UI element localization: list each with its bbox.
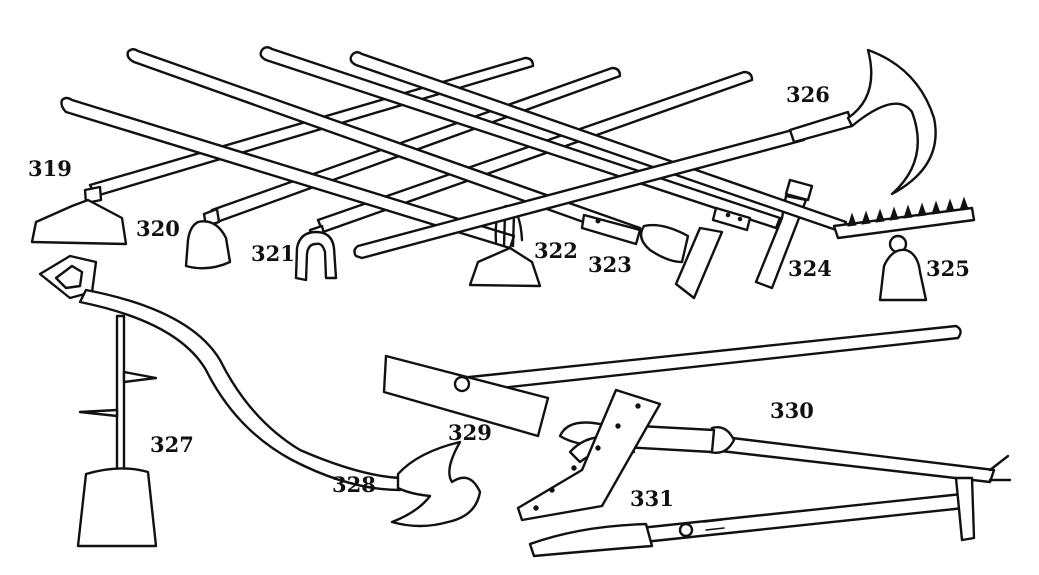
tool-319-hoe — [30, 56, 535, 246]
label-327: 327 — [150, 432, 194, 457]
label-323: 323 — [588, 252, 632, 277]
tool-321-fork-hoe — [294, 70, 754, 282]
tool-325-rake — [349, 51, 976, 302]
label-329: 329 — [448, 420, 492, 445]
label-331: 331 — [630, 486, 674, 511]
tool-331-hedge-tool — [516, 388, 976, 558]
tool-323-scuffle-hoe — [126, 48, 724, 300]
tool-327-dibble — [76, 314, 158, 548]
tool-326-hook — [353, 48, 937, 260]
tool-322-hoe — [60, 96, 542, 288]
label-319: 319 — [28, 156, 72, 181]
label-321: 321 — [251, 241, 295, 266]
label-324: 324 — [788, 256, 832, 281]
tool-329-scraper — [382, 324, 962, 438]
tool-324-mattock — [259, 46, 814, 290]
label-330: 330 — [770, 398, 814, 423]
tool-328-spade — [38, 254, 482, 528]
label-320: 320 — [136, 216, 180, 241]
label-328: 328 — [332, 472, 376, 497]
label-326: 326 — [786, 82, 830, 107]
label-322: 322 — [534, 238, 578, 263]
label-325: 325 — [926, 256, 970, 281]
